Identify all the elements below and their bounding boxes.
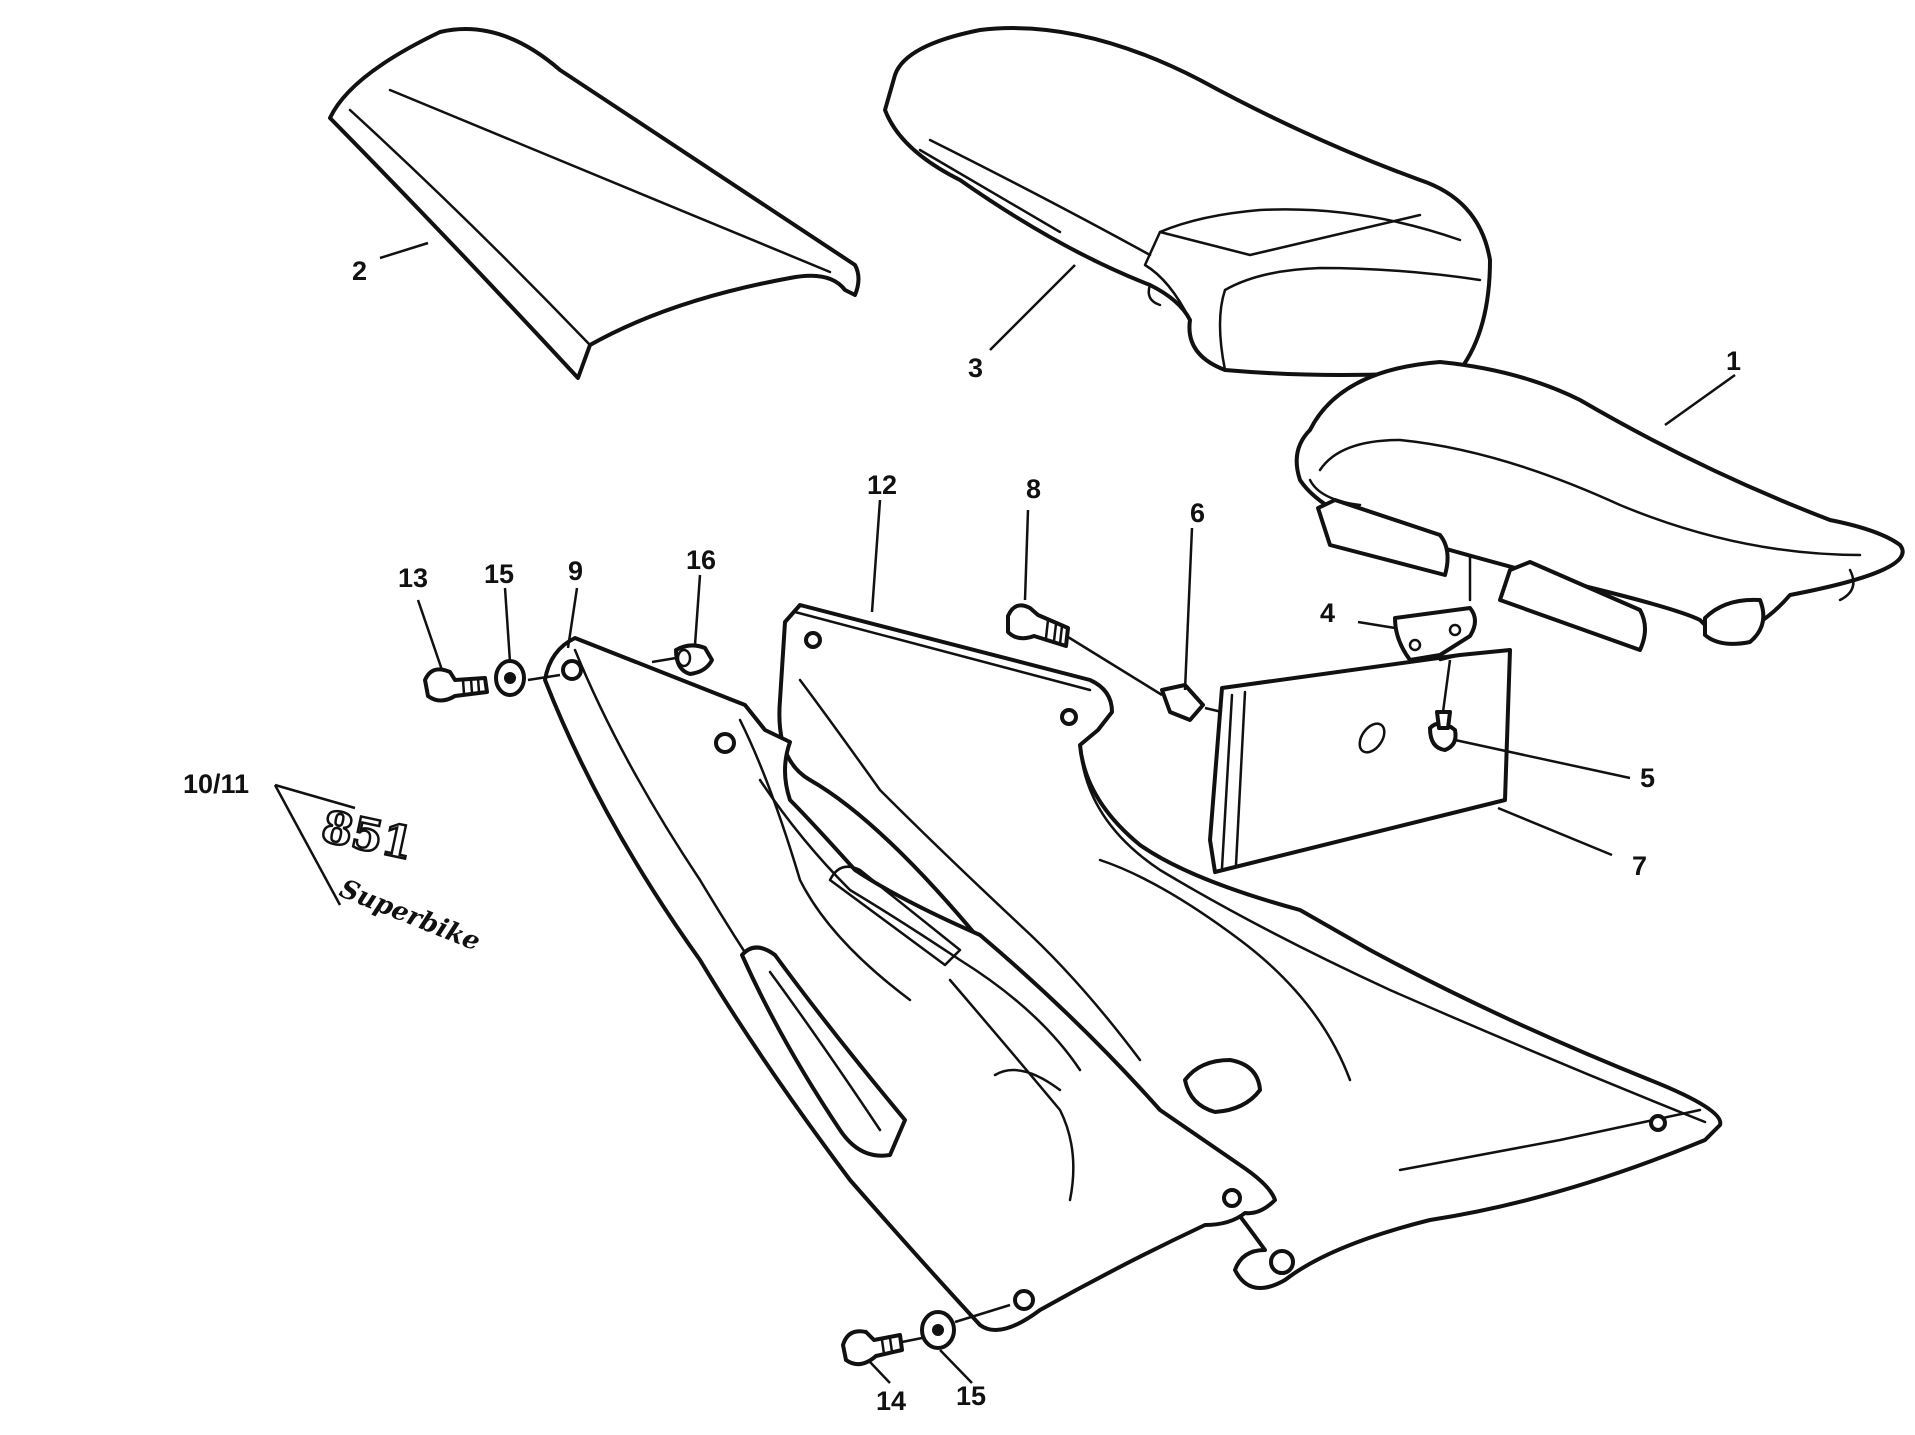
part-7-inner-panel bbox=[1208, 648, 1512, 874]
callout-7: 7 bbox=[1632, 851, 1647, 881]
callout-5: 5 bbox=[1640, 763, 1655, 793]
part-14-bolt bbox=[841, 1329, 904, 1367]
callout-1: 1 bbox=[1726, 346, 1741, 376]
callout-14: 14 bbox=[876, 1386, 906, 1416]
part-5-screw bbox=[1428, 710, 1458, 752]
callout-labels: 1 2 3 4 5 6 7 8 9 10/11 12 13 14 15 15 1… bbox=[183, 256, 1741, 1416]
callout-15-bottom: 15 bbox=[956, 1381, 986, 1411]
part-2-seat-cover bbox=[328, 27, 861, 380]
callout-10-11: 10/11 bbox=[183, 769, 249, 799]
callout-9: 9 bbox=[568, 556, 583, 586]
part-9-left-side-panel bbox=[543, 636, 1277, 1332]
part-3-passenger-seat bbox=[883, 26, 1492, 377]
callout-12: 12 bbox=[867, 470, 897, 500]
emblem-decal: 851 Superbike bbox=[316, 800, 484, 958]
callout-4: 4 bbox=[1320, 598, 1335, 628]
part-16-grommet bbox=[674, 643, 714, 676]
callout-6: 6 bbox=[1190, 498, 1205, 528]
callout-2: 2 bbox=[352, 256, 367, 286]
part-1-rider-seat bbox=[1294, 360, 1905, 652]
callout-leaders bbox=[273, 241, 1736, 1384]
part-6-nut bbox=[1160, 683, 1205, 722]
callout-8: 8 bbox=[1026, 474, 1041, 504]
callout-13: 13 bbox=[398, 563, 428, 593]
part-8-bolt bbox=[1006, 603, 1070, 648]
callout-15-top: 15 bbox=[484, 559, 514, 589]
part-4-bracket bbox=[1393, 606, 1477, 662]
part-15-washer-top bbox=[494, 659, 526, 697]
callout-3: 3 bbox=[968, 353, 983, 383]
alignment-lines bbox=[527, 635, 1452, 1344]
callout-16: 16 bbox=[686, 545, 716, 575]
emblem-number: 851 bbox=[317, 801, 417, 870]
part-13-bolt bbox=[423, 667, 489, 703]
part-15-washer-bottom bbox=[920, 1310, 956, 1350]
emblem-script: Superbike bbox=[335, 874, 484, 958]
